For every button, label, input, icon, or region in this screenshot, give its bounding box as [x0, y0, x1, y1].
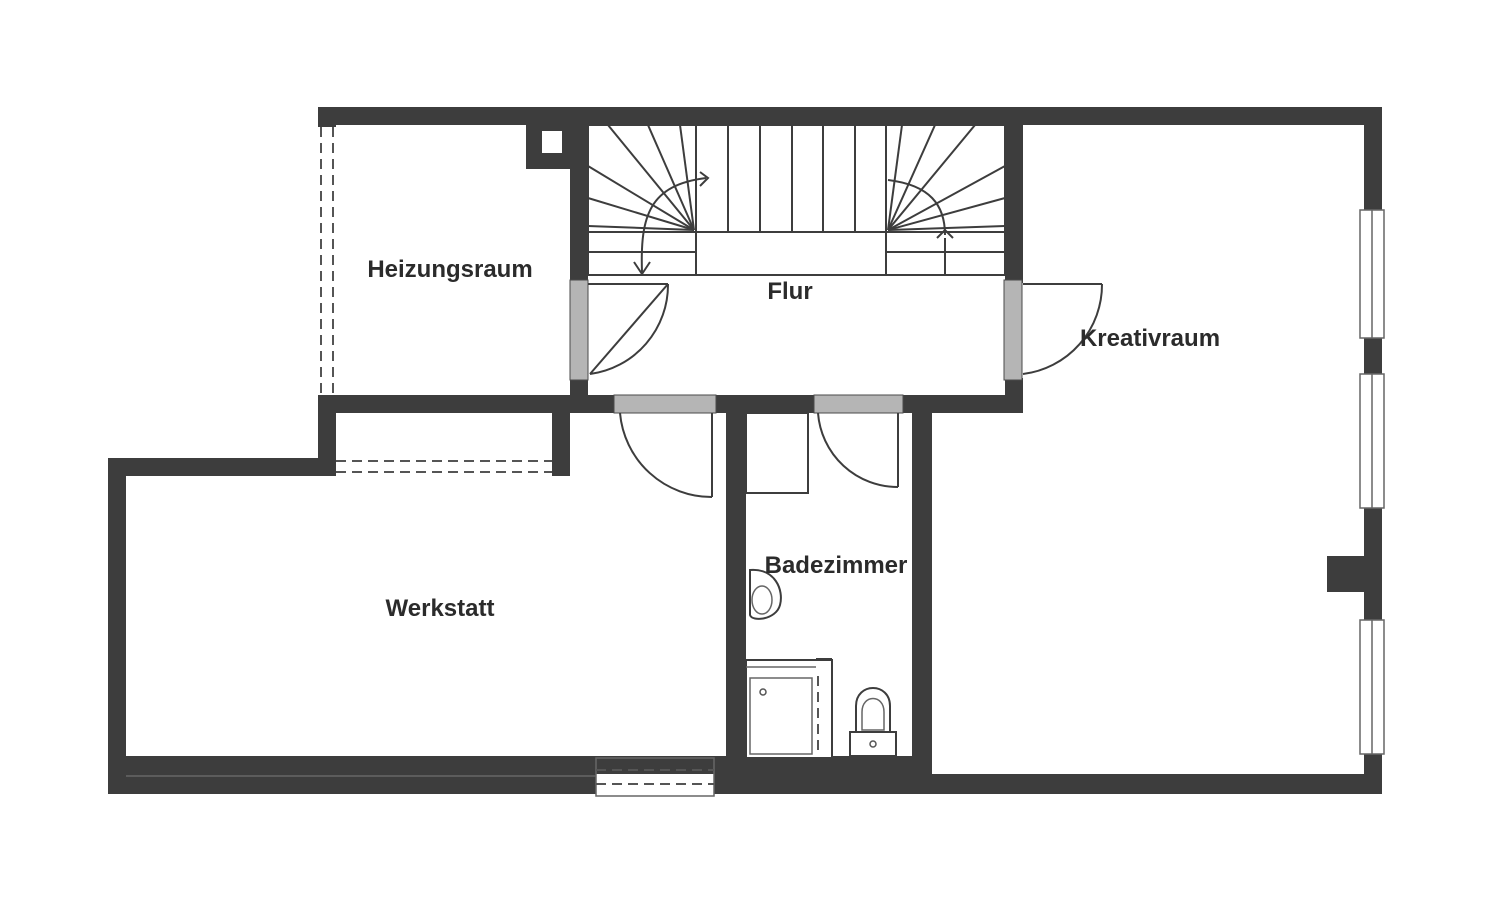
doors: [569, 279, 1104, 499]
door-heizungsraum: [569, 279, 589, 381]
toilet-icon: [849, 731, 897, 757]
room-label-werkstatt: Werkstatt: [386, 595, 495, 622]
room-label-badezimmer: Badezimmer: [765, 552, 908, 579]
windows: [126, 127, 1385, 797]
door-werkstatt: [613, 394, 717, 414]
room-label-kreativraum: Kreativraum: [1080, 325, 1220, 352]
interior-walls: [318, 125, 1023, 774]
door-kreativraum: [1003, 279, 1023, 381]
outer-walls: [108, 107, 1382, 794]
room-labels: Heizungsraum Flur Kreativraum Werkstatt …: [367, 256, 1220, 622]
room-label-flur: Flur: [767, 278, 812, 305]
room-label-heizungsraum: Heizungsraum: [367, 256, 532, 283]
sink-icon: [749, 568, 782, 620]
cabinet-fixture: [745, 412, 809, 494]
door-badezimmer: [813, 394, 904, 414]
shower-icon: [745, 659, 833, 759]
staircase: [587, 124, 1006, 276]
bathroom-fixtures: [745, 412, 897, 759]
